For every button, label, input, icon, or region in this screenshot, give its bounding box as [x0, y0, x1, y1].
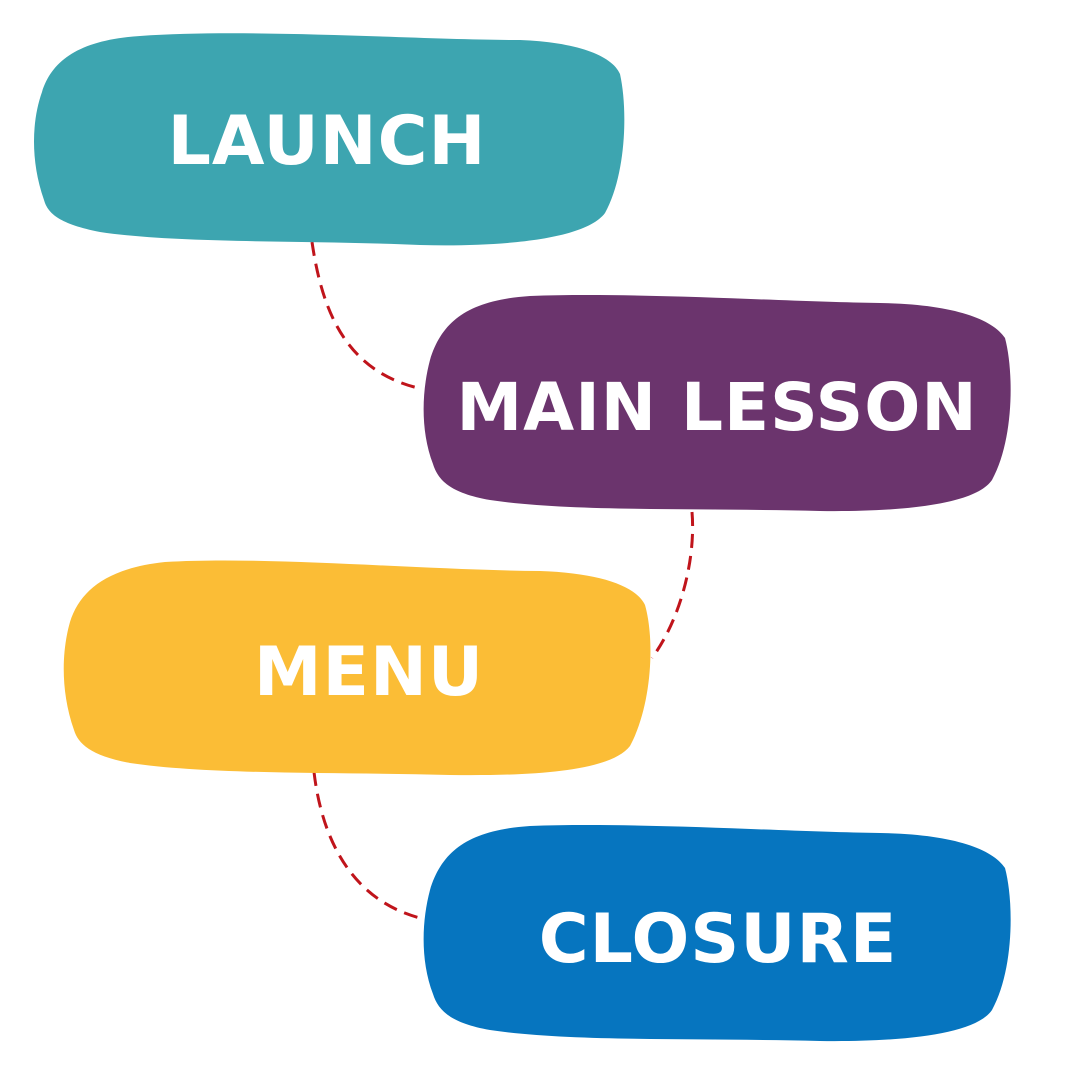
connector-main-menu [650, 511, 695, 659]
connectors [310, 241, 695, 920]
connector-menu-closure [312, 771, 421, 920]
main-lesson-blob [423, 295, 1011, 512]
launch-blob [34, 33, 625, 246]
step-closure: CLOSURE [423, 825, 1011, 1042]
main-lesson-label: MAIN LESSON [456, 369, 977, 446]
closure-blob [423, 825, 1011, 1042]
step-menu: MENU [63, 560, 651, 776]
connector-launch-main [310, 241, 419, 390]
menu-blob [63, 560, 651, 776]
menu-label: MENU [254, 633, 484, 712]
closure-label: CLOSURE [539, 900, 898, 979]
step-main-lesson: MAIN LESSON [423, 295, 1011, 512]
step-launch: LAUNCH [34, 33, 625, 246]
launch-label: LAUNCH [168, 102, 487, 181]
